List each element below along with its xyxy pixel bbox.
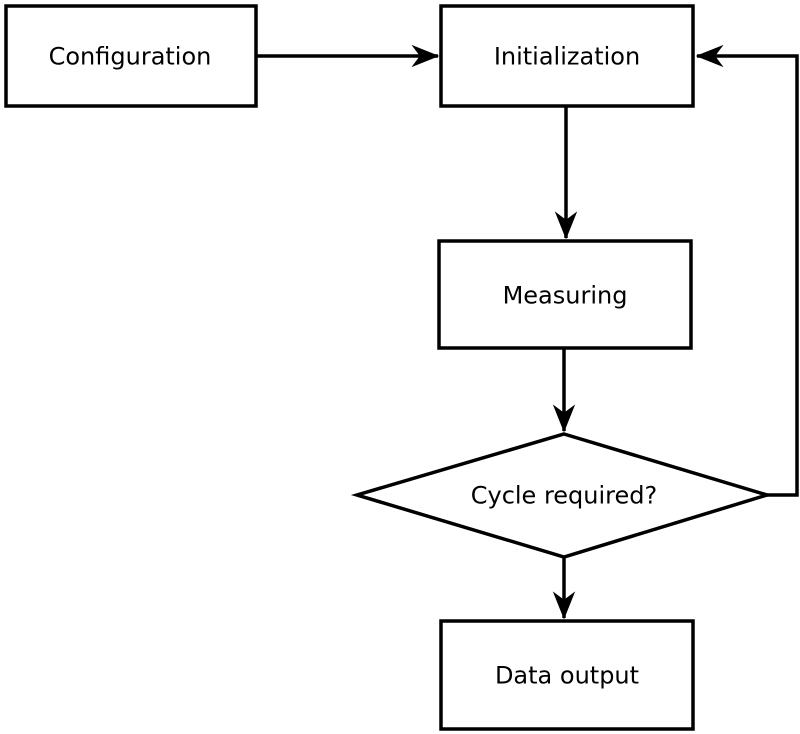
node-label-data-output: Data output [495,662,639,690]
node-measuring [437,239,693,350]
node-label-initialization: Initialization [494,43,640,71]
node-initialization [439,4,695,108]
node-data-output [439,619,695,731]
node-label-cycle-required: Cycle required? [471,482,658,510]
node-configuration [4,4,258,108]
node-cycle-required-diamond [350,432,774,559]
node-label-measuring: Measuring [503,282,628,310]
edge-cycle-required-to-initialization-loop [695,44,799,497]
node-label-configuration: Configuration [49,43,212,71]
